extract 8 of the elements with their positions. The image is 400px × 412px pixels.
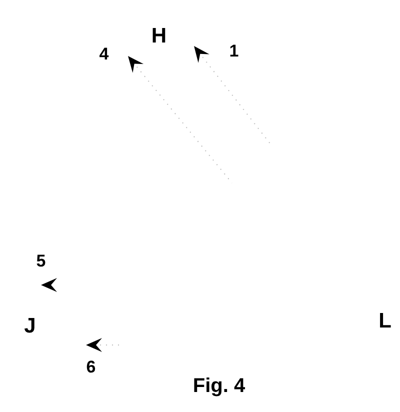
reference-label: 4 [99, 46, 109, 62]
reference-label: 5 [36, 252, 46, 270]
reference-label: 6 [86, 358, 96, 376]
reference-label: H [151, 26, 167, 46]
figure-caption: Fig. 4 [192, 376, 246, 396]
reference-label: J [24, 316, 36, 336]
reference-label: L [378, 310, 392, 332]
reference-label: 1 [229, 42, 239, 60]
